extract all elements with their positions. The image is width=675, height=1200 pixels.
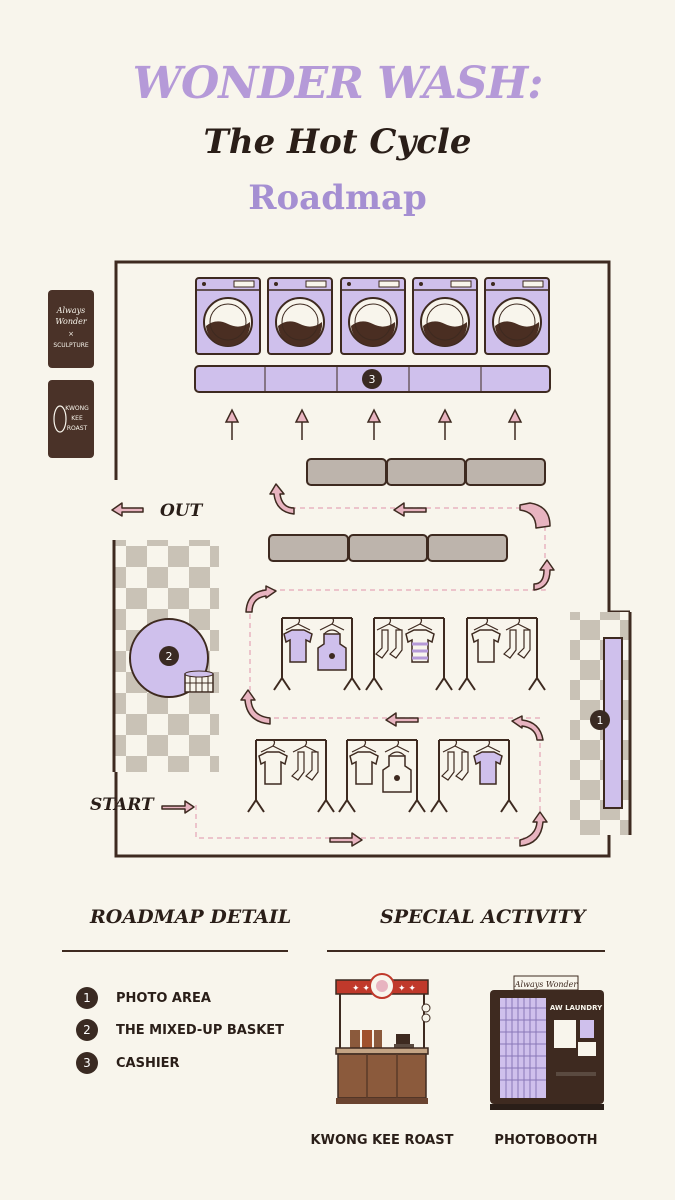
label-start: START (90, 795, 155, 815)
sign-aw-line2: Wonder (55, 317, 88, 326)
legend-label: CASHIER (116, 1055, 180, 1071)
washer-4 (412, 277, 478, 355)
washer-5 (484, 277, 550, 355)
svg-text:2: 2 (166, 650, 173, 663)
svg-text:✦ ✦: ✦ ✦ (352, 984, 370, 994)
photobooth-image: Always Wonder AW LAUNDRY (490, 975, 604, 1110)
activity-label-kwong-kee: KWONG KEE ROAST (310, 1133, 454, 1148)
photo-area: 1 (590, 637, 623, 809)
mixed-up-basket-area: 2 (129, 618, 214, 698)
washing-machines (195, 277, 550, 355)
roadmap-detail-title: ROADMAP DETAIL (90, 906, 292, 928)
photobooth-sign: Always Wonder (514, 980, 579, 989)
washer-1 (195, 277, 261, 355)
marker-basket (159, 646, 179, 666)
sign-kk-line2: KEE (71, 415, 83, 422)
benches-upper (306, 458, 546, 486)
sign-always-wonder: Always Wonder × SCULPTURE (48, 290, 94, 368)
benches-lower (268, 534, 508, 562)
legend-label: PHOTO AREA (116, 990, 211, 1006)
basket-icon (184, 670, 214, 693)
washer-2 (267, 277, 333, 355)
sign-kk-line3: ROAST (67, 425, 88, 432)
sign-kwong-kee-roast: KWONG KEE ROAST (48, 380, 94, 458)
legend-label: THE MIXED-UP BASKET (116, 1022, 285, 1038)
sign-aw-line1: Always (56, 306, 86, 315)
special-activity-title: SPECIAL ACTIVITY (380, 906, 586, 928)
photobooth-screen: AW LAUNDRY (550, 1004, 603, 1012)
clothing-racks-lower (247, 739, 518, 813)
route-arrows (111, 483, 555, 847)
legend-item-photo-area: 1 PHOTO AREA (76, 987, 211, 1009)
legend-num: 3 (76, 1052, 98, 1074)
title-roadmap: Roadmap (248, 178, 427, 218)
sign-kk-line1: KWONG (65, 405, 89, 412)
svg-text:✦ ✦: ✦ ✦ (398, 984, 416, 994)
washer-3 (340, 277, 406, 355)
legend-item-cashier: 3 CASHIER (76, 1052, 180, 1074)
legend-num: 2 (76, 1019, 98, 1041)
svg-text:3: 3 (369, 373, 376, 386)
up-arrows (224, 408, 523, 440)
svg-text:1: 1 (597, 714, 604, 727)
roadmap-detail-divider (62, 950, 288, 952)
title-wonder-wash: WONDER WASH: (132, 58, 544, 109)
title-hot-cycle: The Hot Cycle (203, 122, 472, 162)
marker-photo-area (590, 710, 610, 730)
sign-aw-line4: SCULPTURE (53, 342, 89, 349)
marker-cashier: 3 (362, 369, 382, 389)
clothing-racks-upper (273, 617, 546, 691)
floor-map: Always Wonder × SCULPTURE KWONG KEE ROAS… (48, 260, 632, 858)
legend-num: 1 (76, 987, 98, 1009)
sign-aw-line3: × (68, 330, 74, 338)
legend-item-basket: 2 THE MIXED-UP BASKET (76, 1019, 284, 1041)
label-out: OUT (160, 501, 204, 521)
activity-label-photobooth: PHOTOBOOTH (494, 1133, 598, 1148)
kwong-kee-stall-image: ✦ ✦ ✦ ✦ (335, 973, 431, 1104)
special-activity-divider (327, 950, 605, 952)
